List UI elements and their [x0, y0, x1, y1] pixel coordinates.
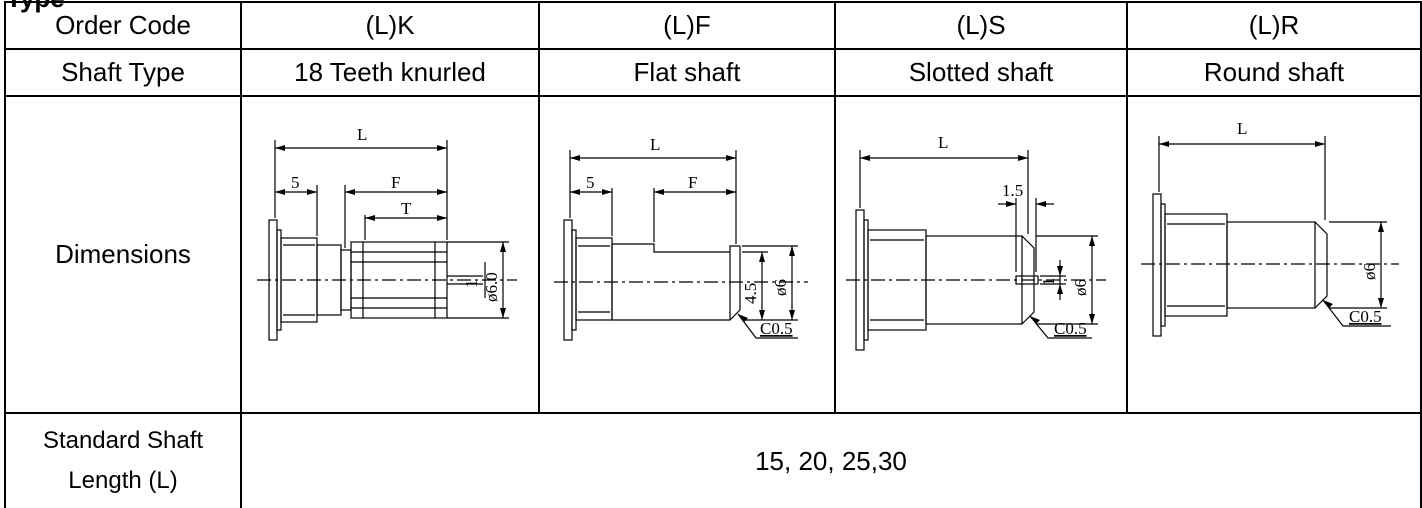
dim-label-L: L	[650, 135, 660, 154]
dim-label-5: 5	[291, 173, 300, 192]
shaft-type-f: Flat shaft	[538, 48, 836, 97]
dim-label-dia: ø6	[1360, 263, 1379, 280]
order-code-label: Order Code	[4, 1, 242, 50]
dim-label-chamfer: C0.5	[1349, 307, 1382, 326]
flat-shaft-drawing: L 5 F 4.5 ø6 C0.5	[554, 135, 808, 341]
dim-label-slot: 1.5	[1002, 181, 1023, 200]
drawing-cell-r: L ø6 C0.5	[1126, 95, 1422, 414]
shaft-type-k: 18 Teeth knurled	[240, 48, 540, 97]
dim-label-F: F	[688, 173, 697, 192]
order-code-k: (L)K	[240, 1, 540, 50]
order-code-s: (L)S	[834, 1, 1128, 50]
row-dimensions: Dimensions	[4, 95, 1422, 414]
dim-label-L: L	[357, 125, 367, 144]
dim-label-5: 5	[586, 173, 595, 192]
shaft-spec-table: Order Code (L)K (L)F (L)S (L)R Shaft Typ…	[4, 1, 1422, 508]
dim-label-L: L	[938, 133, 948, 152]
dim-label-dia: ø6	[1071, 279, 1090, 296]
dim-label-1: 1	[462, 279, 481, 288]
standard-length-label-line2: Length (L)	[68, 467, 178, 494]
dim-label-chamfer: C0.5	[760, 319, 793, 338]
round-shaft-drawing: L ø6 C0.5	[1141, 119, 1399, 337]
dim-label-flat: 4.5	[741, 282, 760, 303]
dim-label-dia: ø6	[771, 279, 790, 296]
dim-label-F: F	[391, 173, 400, 192]
drawing-cell-s: L 1.5 1 ø6 C0.5	[834, 95, 1128, 414]
standard-length-value: 15, 20, 25,30	[240, 412, 1422, 508]
knurled-shaft-drawing: L 5 F T 1 ø6.0	[257, 125, 517, 341]
order-code-r: (L)R	[1126, 1, 1422, 50]
standard-length-label: Standard Shaft Length (L)	[4, 412, 242, 508]
drawing-cell-f: L 5 F 4.5 ø6 C0.5	[538, 95, 836, 414]
dim-label-T: T	[401, 199, 412, 218]
slotted-shaft-drawing: L 1.5 1 ø6 C0.5	[846, 133, 1106, 351]
row-standard-length: Standard Shaft Length (L) 15, 20, 25,30	[4, 412, 1422, 508]
shaft-type-s: Slotted shaft	[834, 48, 1128, 97]
dim-label-dia: ø6.0	[482, 272, 501, 302]
shaft-type-label: Shaft Type	[4, 48, 242, 97]
dim-label-L: L	[1237, 119, 1247, 138]
shaft-type-r: Round shaft	[1126, 48, 1422, 97]
dim-label-1: 1	[1039, 277, 1058, 286]
row-shaft-type: Shaft Type 18 Teeth knurled Flat shaft S…	[4, 48, 1422, 97]
standard-length-label-line1: Standard Shaft	[42, 427, 204, 454]
row-order-code: Order Code (L)K (L)F (L)S (L)R	[4, 1, 1422, 50]
dim-label-chamfer: C0.5	[1054, 319, 1087, 338]
drawing-cell-k: L 5 F T 1 ø6.0	[240, 95, 540, 414]
dimensions-label: Dimensions	[4, 95, 242, 414]
order-code-f: (L)F	[538, 1, 836, 50]
